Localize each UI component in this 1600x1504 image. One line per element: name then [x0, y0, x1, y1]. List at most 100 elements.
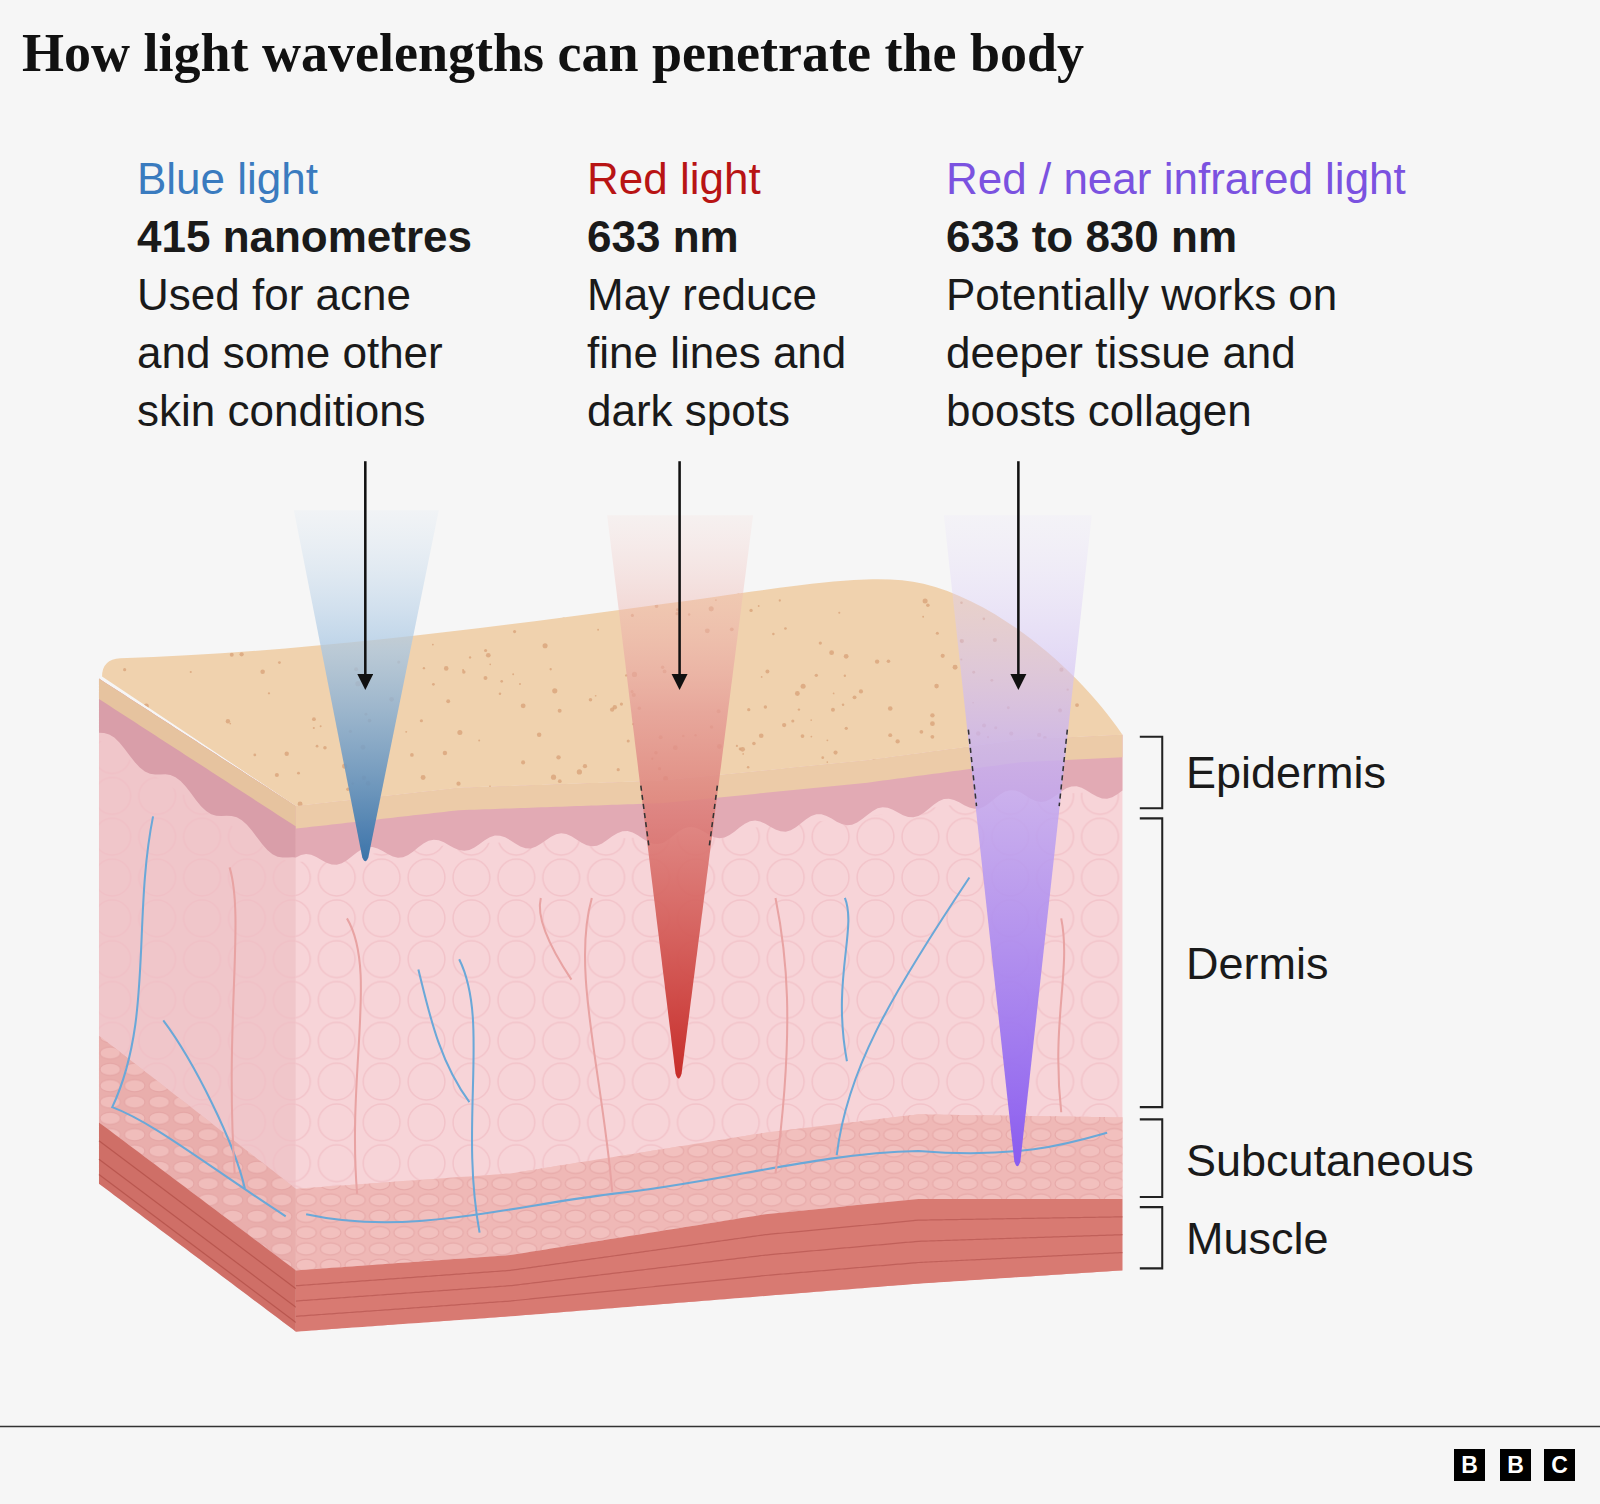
pore-dot: [938, 765, 942, 769]
pore-dot: [829, 650, 834, 655]
pore-dot: [558, 709, 562, 713]
pore-dot: [429, 577, 431, 579]
pore-dot: [190, 671, 192, 673]
pore-dot: [758, 605, 760, 607]
pore-dot: [187, 635, 192, 640]
layer-bracket: [1140, 1119, 1162, 1197]
pore-dot: [730, 801, 734, 805]
pore-dot: [895, 739, 899, 743]
pore-dot: [930, 721, 935, 726]
pore-dot: [123, 668, 126, 671]
artery: [1058, 918, 1064, 1112]
pore-dot: [795, 691, 800, 696]
pore-dot: [190, 809, 192, 811]
muscle-fibre: [296, 1217, 1123, 1286]
pore-dot: [556, 755, 560, 759]
pore-dot: [457, 730, 462, 735]
pore-dot: [145, 784, 149, 788]
pore-dot: [934, 684, 939, 689]
pore-dot: [944, 788, 948, 792]
pore-dot: [111, 770, 116, 775]
pore-dot: [583, 764, 587, 768]
layer-bracket: [1140, 1207, 1162, 1268]
effect-note: Used for acne and some other skin condit…: [137, 266, 472, 440]
artery: [540, 898, 572, 980]
pore-dot: [1102, 623, 1104, 625]
pore-dot: [759, 733, 764, 738]
pore-dot: [1105, 680, 1109, 684]
pore-dot: [604, 575, 609, 580]
pore-dot: [844, 675, 846, 677]
pore-dot: [484, 649, 487, 652]
pore-dot: [833, 693, 835, 695]
vein: [459, 959, 479, 1232]
pore-dot: [264, 792, 268, 796]
pore-dot: [742, 753, 744, 755]
beam-edge-dash: [641, 786, 649, 847]
light-name: Blue light: [137, 150, 318, 208]
muscle-fibre: [99, 1141, 296, 1289]
pore-dot: [285, 752, 289, 756]
pore-dot: [826, 761, 828, 763]
pore-dot: [930, 735, 934, 739]
beam-edge-dash: [1059, 730, 1067, 807]
pore-dot: [232, 627, 235, 630]
pore-dot: [815, 674, 818, 677]
pore-dot: [298, 801, 303, 806]
pore-dot: [278, 661, 281, 664]
pore-dot: [747, 766, 750, 769]
pore-dot: [512, 673, 514, 675]
pore-dot: [245, 622, 249, 626]
pore-dot: [478, 740, 480, 742]
muscle-fibre: [296, 1253, 1123, 1317]
pore-dot: [749, 609, 752, 612]
side-muscle: [99, 1122, 296, 1331]
layer-label: Epidermis: [1186, 746, 1386, 800]
pore-dot: [739, 785, 744, 790]
pore-dot: [779, 599, 781, 601]
pore-dot: [1075, 703, 1079, 707]
pore-dot: [186, 756, 191, 761]
pore-dot: [111, 791, 114, 794]
pore-dot: [221, 596, 223, 598]
vein: [837, 878, 970, 1156]
pore-dot: [155, 639, 159, 643]
muscle-fibre: [99, 1174, 296, 1322]
pore-dot: [855, 770, 858, 773]
pore-dot: [920, 730, 924, 734]
pore-dot: [617, 768, 620, 771]
pore-dot: [589, 698, 593, 702]
pore-dot: [1096, 660, 1098, 662]
pore-dot: [323, 746, 327, 750]
direction-arrow: [1017, 461, 1020, 687]
pore-dot: [432, 644, 434, 646]
pore-dot: [610, 708, 614, 712]
pore-dot: [1115, 593, 1118, 596]
pore-dot: [798, 708, 800, 710]
pore-dot: [765, 669, 769, 673]
pore-dot: [844, 654, 849, 659]
pore-dot: [1082, 742, 1086, 746]
pore-dot: [285, 632, 287, 634]
pore-dot: [791, 719, 794, 722]
pore-dot: [117, 584, 121, 588]
pore-dot: [845, 727, 848, 730]
pore-dot: [1075, 754, 1078, 757]
pore-dot: [313, 727, 315, 729]
pore-dot: [126, 707, 128, 709]
pore-dot: [483, 676, 487, 680]
pore-dot: [268, 792, 273, 797]
pore-dot: [499, 693, 502, 696]
pore-dot: [821, 756, 824, 759]
pore-dot: [311, 632, 314, 635]
pore-dot: [859, 689, 863, 693]
pore-dot: [620, 703, 623, 706]
pore-dot: [194, 599, 196, 601]
pore-dot: [156, 755, 159, 758]
pore-dot: [784, 627, 787, 630]
effect-note: May reduce fine lines and dark spots: [587, 266, 872, 440]
skin-block: [0, 461, 1600, 1426]
pore-dot: [199, 642, 202, 645]
pore-dot: [1088, 782, 1093, 787]
pore-dot: [550, 668, 552, 670]
